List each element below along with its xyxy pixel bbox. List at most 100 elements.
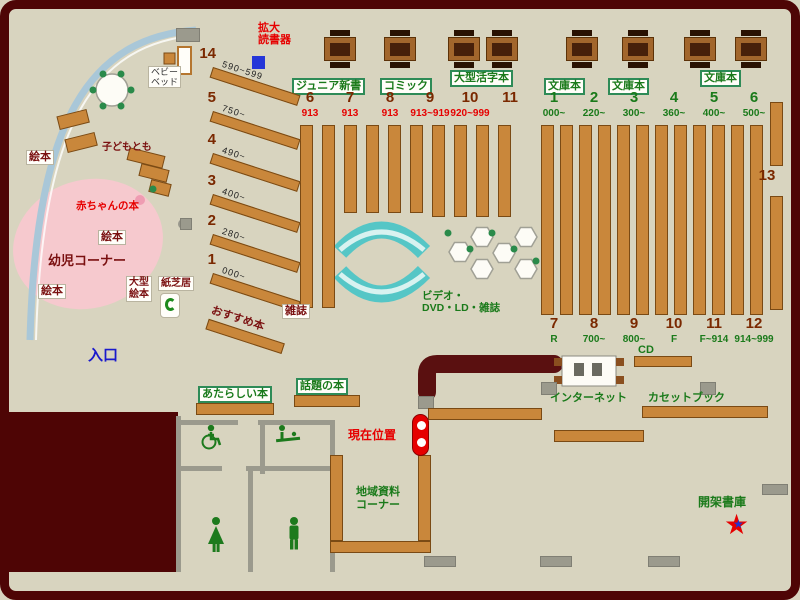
baby-books-pink-zone [13,178,163,310]
internet-desk [554,355,624,387]
baby-changing-icon [275,425,301,443]
magazines-label: 雑誌 [282,304,310,319]
section-label-bunko-3: 文庫本 [700,70,741,87]
children-area-curved-wall [26,26,197,341]
pillar [700,382,716,395]
bookshelf [410,125,423,213]
large-picture-books-line1: 大型 [129,277,149,288]
reading-table [622,30,654,68]
reading-table [486,30,518,68]
open-stacks-label: 開架書庫 [698,495,747,509]
cassette-books-shelf [642,406,768,418]
wall [248,468,253,572]
woman-icon [208,517,224,552]
bookshelf [636,125,649,315]
wheelchair-icon [201,424,222,450]
cd-shelf [634,356,692,367]
cd-label: CD [638,344,654,356]
pink-seat-dot [135,195,145,205]
aisle-number: 9 [425,89,435,106]
aisle-range: F~914 [699,334,729,345]
aisle-range: 800~ [622,334,646,345]
video-line1: ビデオ・ [422,290,464,302]
reading-table [384,30,416,68]
diag-aisle-4: 4 [207,131,216,148]
bookshelf [344,125,357,213]
aisle-number: 6 [305,89,315,106]
pillar [424,556,456,567]
bookshelf [712,125,725,315]
bookshelf [476,125,489,217]
cassette-books-label: カセットブック [648,392,725,404]
wall [176,420,238,425]
bookshelf [655,125,668,315]
internet-label: インターネット [550,392,627,404]
baby-bed [177,46,192,75]
open-stacks-star-icon: ★ ★ [724,510,758,542]
aisle-range: 913 [381,108,399,119]
curved-wall-highlight [35,34,200,341]
section-label-large-print: 大型活字本 [450,70,513,87]
aisle-top-left-8: 8 913 [368,90,412,120]
pillar [540,556,572,567]
aisle-range: 700~ [582,334,606,345]
bookshelf [541,125,554,315]
section-label-bunko-2: 文庫本 [608,78,649,95]
aisle-top-left-11: 11 [488,90,532,108]
section-label-comic: コミック [380,78,432,95]
aisle-top-left-9: 9 913~919 [408,89,452,120]
current-location-marker [412,414,429,456]
bookshelf [674,125,687,315]
diag-aisle-1: 1 [207,251,216,268]
large-picture-books-line2: 絵本 [129,289,149,300]
wall [260,420,265,474]
wall [258,420,334,425]
bookshelf [617,125,630,315]
magnifier-device-icon [252,56,265,69]
aisle-top-left-7: 7 913 [328,90,372,120]
current-location-label: 現在位置 [348,428,397,442]
baby-books-label: 赤ちゃんの本 [76,200,139,212]
aisle-range: 300~ [622,108,646,119]
bookshelf [366,125,379,213]
star-blue-icon: ★ [733,517,744,531]
bookshelf [731,125,744,315]
aisle-number: 6 [749,89,759,106]
video-corner-label: ビデオ・ DVD・LD・雑誌 [422,290,500,314]
magnifier-label: 拡大 読書器 [258,22,291,46]
kamishibai-stand-icon [160,293,180,318]
baby-bed-line1: ベビー [151,67,179,77]
reading-table [684,30,716,68]
section-label-bunko-1: 文庫本 [544,78,585,95]
aisle-range: 000~ [542,108,566,119]
reading-table [448,30,480,68]
pillar [762,484,788,495]
aisle-top-right-5: 5 400~ [692,90,736,120]
aisle-bottom-8: 8 700~ [572,315,616,346]
aisle-bottom-10: 10 F [652,316,696,346]
aisle-number: 2 [589,89,599,106]
aisle-number: 11 [502,89,518,106]
aisle-bottom-11: 11 F~914 [692,316,736,346]
bookshelf [598,125,611,315]
aisle-13-label: 13 [758,167,776,184]
aisle-range: 913 [301,108,319,119]
aisle-number: 7 [549,315,559,332]
baby-bed-side-table [163,52,176,65]
aisle-bottom-12: 12 914~999 [732,316,776,346]
aisle-range: 220~ [582,108,606,119]
magnifier-line2: 読書器 [258,34,291,46]
aisle-range: 913~919 [410,108,450,119]
aisle-number: 3 [629,89,639,106]
diag-aisle-14: 14 [199,45,216,62]
aisle-top-left-10: 10 920~999 [448,90,492,120]
aisle-top-right-6: 6 500~ [732,89,776,120]
aisle-number: 8 [589,315,599,332]
reading-table [566,30,598,68]
aisle-top-right-2: 2 220~ [572,89,616,120]
aisle-range: F [670,334,678,345]
bookshelf [432,125,445,217]
section-label-junior: ジュニア新書 [292,78,366,95]
local-materials-shelf [330,541,431,553]
